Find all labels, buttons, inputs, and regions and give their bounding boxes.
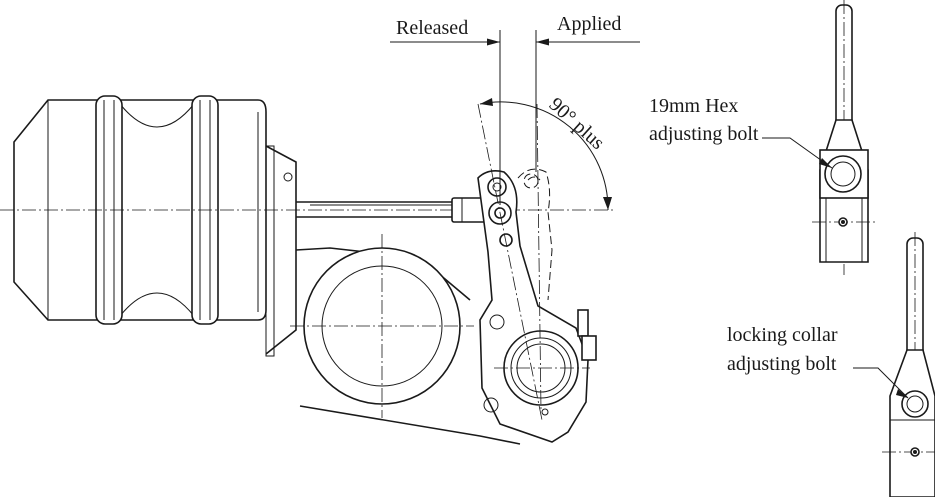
released-label: Released (396, 17, 468, 39)
angle-label: 90° plus (545, 93, 609, 154)
brake-chamber (13, 95, 297, 357)
hex-bolt-label-line2: adjusting bolt (649, 123, 759, 145)
stroke-dimension: Released Applied (390, 13, 640, 205)
collar-bolt-label-line2: adjusting bolt (727, 353, 837, 375)
hex-bolt-label-line1: 19mm Hex (649, 95, 738, 117)
applied-position-outline (517, 103, 553, 411)
slack-adjuster (477, 103, 597, 443)
camshaft-housing (290, 234, 521, 445)
hex-bolt-detail: 19mm Hex adjusting bolt (649, 0, 876, 275)
collar-bolt-label-line1: locking collar (727, 324, 838, 346)
pushrod (296, 197, 487, 223)
applied-label: Applied (557, 13, 621, 35)
locking-collar-detail: locking collar adjusting bolt (727, 232, 935, 498)
